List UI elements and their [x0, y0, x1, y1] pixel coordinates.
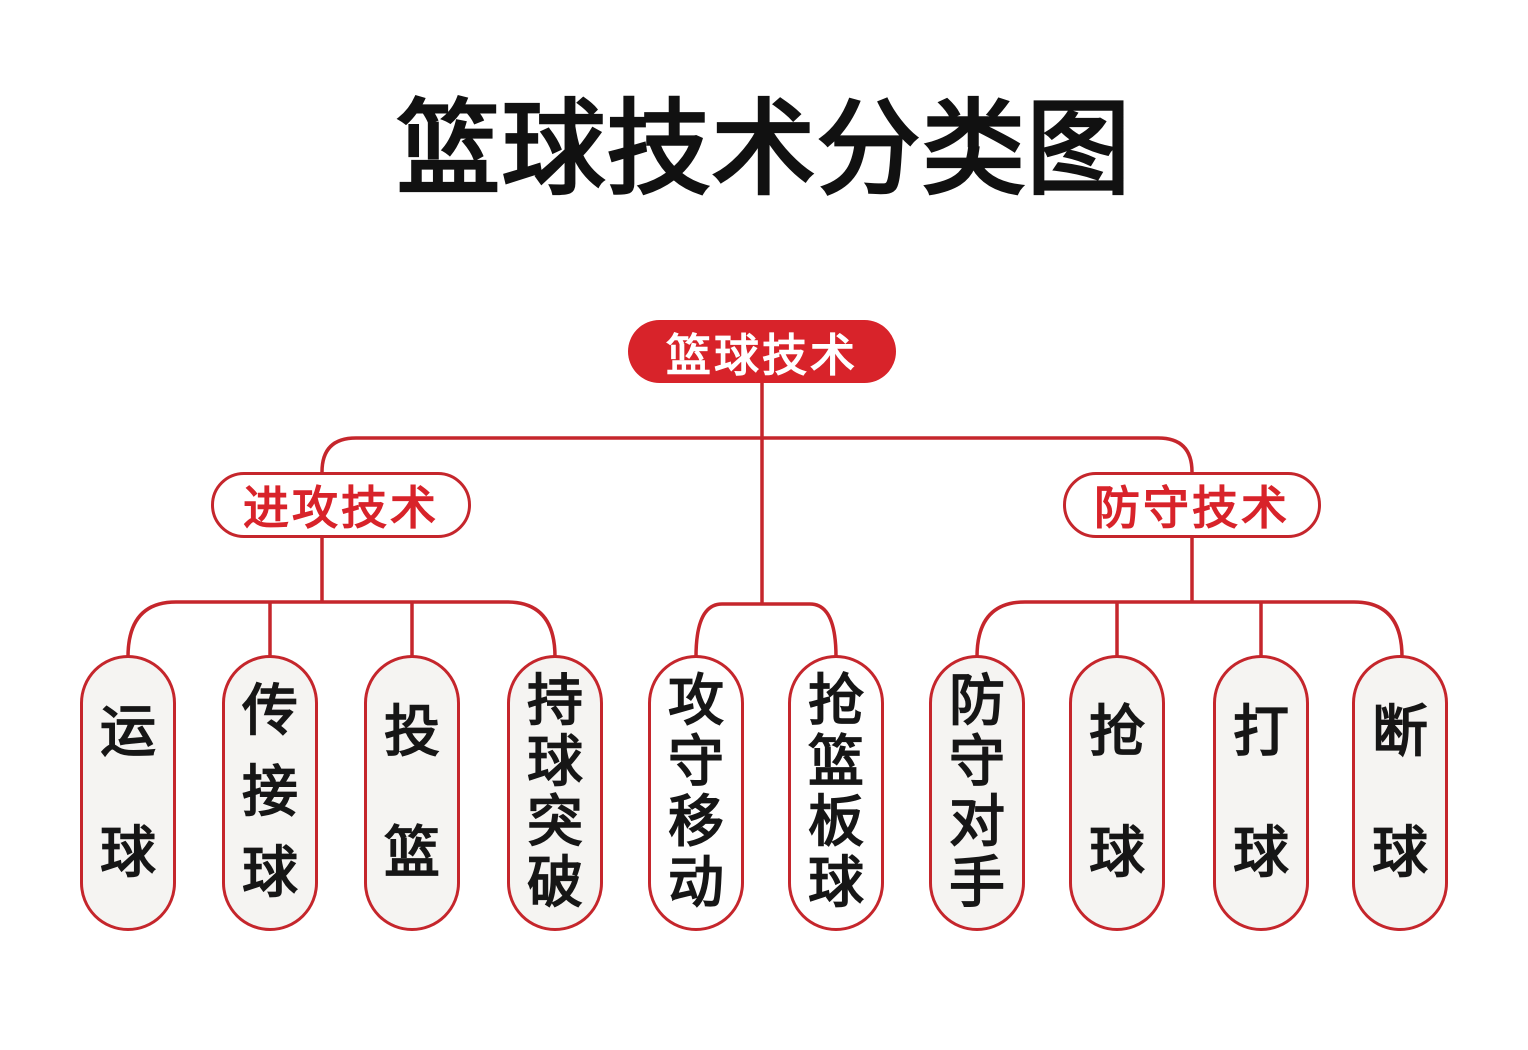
page-title: 篮球技术分类图 — [396, 88, 1132, 210]
leaf-node-dribbling: 运球 — [80, 655, 176, 931]
leaf-node-drive-breakthrough: 持球突破 — [507, 655, 603, 931]
branch-node-offense: 进攻技术 — [211, 472, 471, 538]
middle-distributor — [694, 602, 838, 658]
leaf-node-rebounding: 抢篮板球 — [788, 655, 884, 931]
root-node-basketball-skills: 篮球技术 — [628, 320, 896, 383]
leaf-node-shooting: 投篮 — [364, 655, 460, 931]
defense-distributor — [975, 600, 1404, 658]
branch-node-defense: 防守技术 — [1063, 472, 1321, 538]
offense-distributor — [126, 600, 557, 658]
leaf-node-passing-catching: 传接球 — [222, 655, 318, 931]
leaf-node-guarding-opponent: 防守对手 — [929, 655, 1025, 931]
leaf-node-hitting-ball: 打球 — [1213, 655, 1309, 931]
leaf-node-offense-defense-movement: 攻守移动 — [648, 655, 744, 931]
leaf-node-stealing-ball: 断球 — [1352, 655, 1448, 931]
main-distributor — [320, 436, 1194, 473]
leaf-node-grabbing-ball: 抢球 — [1069, 655, 1165, 931]
